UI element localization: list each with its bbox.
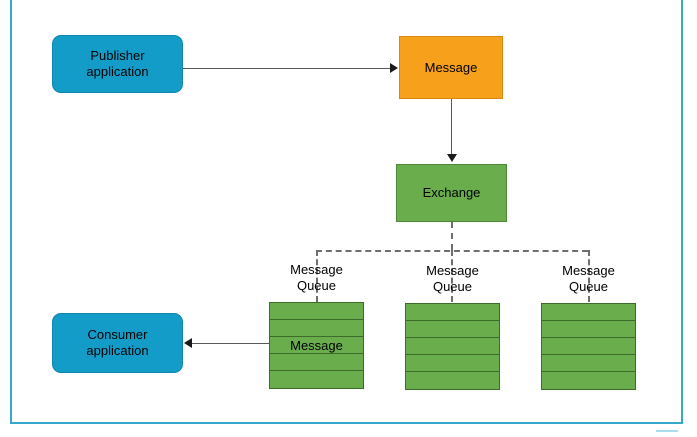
publisher-application-node: Publisher application (52, 35, 183, 93)
message-queue-1-label: Message Queue (290, 262, 343, 293)
queue-cell (542, 321, 635, 338)
queue-cell (270, 371, 363, 388)
queue-cell (542, 338, 635, 355)
message-queue-1-stack: Message (269, 302, 364, 389)
connector-publisher-to-message (183, 68, 391, 69)
queue-cell (406, 338, 499, 355)
connector-fanout-drop-2 (451, 250, 453, 302)
frame-right-border (681, 0, 683, 424)
exchange-node: Exchange (396, 164, 507, 222)
queue-cell (270, 320, 363, 337)
connector-fanout-drop-3 (588, 250, 590, 302)
queue-cell (406, 372, 499, 389)
queue-cell (406, 321, 499, 338)
message-queue-2-stack (405, 303, 500, 390)
arrowhead-message-to-exchange-icon (447, 154, 457, 162)
queue-cell (406, 304, 499, 321)
message-queue-2-label: Message Queue (426, 263, 479, 294)
arrowhead-publisher-to-message-icon (390, 63, 398, 73)
queue-cell (270, 303, 363, 320)
queue-cell (270, 354, 363, 371)
message-queue-3-label: Message Queue (562, 263, 615, 294)
connector-message-to-exchange (451, 99, 452, 155)
connector-fanout-drop-1 (316, 250, 318, 302)
frame-left-border (10, 0, 12, 424)
message-node: Message (399, 36, 503, 99)
frame-bottom-border (10, 422, 683, 424)
queue-cell (406, 355, 499, 372)
message-queue-3-stack (541, 303, 636, 390)
connector-queue-to-consumer (192, 343, 270, 344)
frame-bottom-stub (656, 430, 678, 432)
queue-cell (542, 304, 635, 321)
consumer-application-node: Consumer application (52, 313, 183, 373)
queue-cell (542, 372, 635, 389)
queue-cell: Message (270, 337, 363, 354)
queue-cell (542, 355, 635, 372)
arrowhead-queue-to-consumer-icon (184, 338, 192, 348)
connector-exchange-stem (451, 222, 453, 250)
